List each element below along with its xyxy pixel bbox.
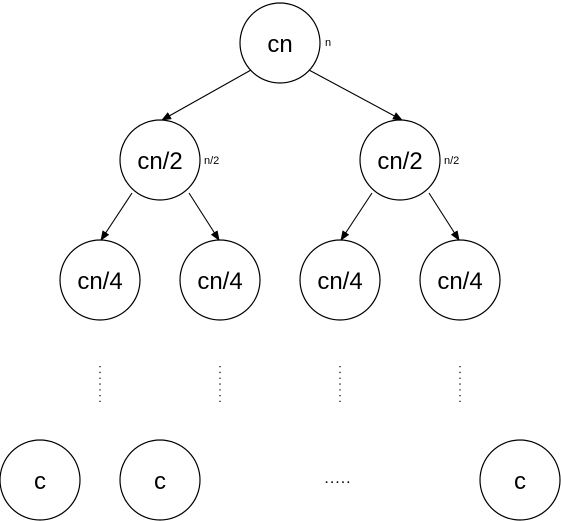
root-size-label: n xyxy=(325,37,331,49)
level1-right-size-label: n/2 xyxy=(444,155,459,167)
level1-node-right-label: cn/2 xyxy=(377,148,422,175)
level2-node-4: cn/4 xyxy=(419,239,501,321)
level1-node-left: cn/2 xyxy=(119,119,201,201)
root-node: cn xyxy=(239,2,321,84)
leaf-node-3: c xyxy=(479,439,561,521)
continuation-dots xyxy=(99,366,461,402)
level2-node-3: cn/4 xyxy=(299,239,381,321)
edge-root-right xyxy=(308,69,403,121)
level2-node-1-label: cn/4 xyxy=(77,268,122,295)
root-node-label: cn xyxy=(267,31,292,58)
tree-edges xyxy=(100,69,460,241)
level2-node-3-label: cn/4 xyxy=(317,268,362,295)
edge-l1-left-right xyxy=(188,192,220,241)
leaf-node-3-label: c xyxy=(514,468,526,495)
leaf-ellipsis: ..... xyxy=(324,470,351,487)
level1-left-size-label: n/2 xyxy=(204,155,219,167)
level2-node-4-label: cn/4 xyxy=(437,268,482,295)
leaf-node-2-label: c xyxy=(154,468,166,495)
edge-l1-left-left xyxy=(100,192,133,241)
edge-l1-right-left xyxy=(340,192,373,241)
edge-l1-right-right xyxy=(428,192,460,241)
leaf-node-2: c xyxy=(119,439,201,521)
level2-node-2: cn/4 xyxy=(179,239,261,321)
leaf-node-1: c xyxy=(0,439,81,521)
level2-node-1: cn/4 xyxy=(59,239,141,321)
level1-node-left-label: cn/2 xyxy=(137,148,182,175)
level1-node-right: cn/2 xyxy=(359,119,441,201)
leaf-node-1-label: c xyxy=(34,468,46,495)
level2-node-2-label: cn/4 xyxy=(197,268,242,295)
edge-root-left xyxy=(161,69,252,121)
